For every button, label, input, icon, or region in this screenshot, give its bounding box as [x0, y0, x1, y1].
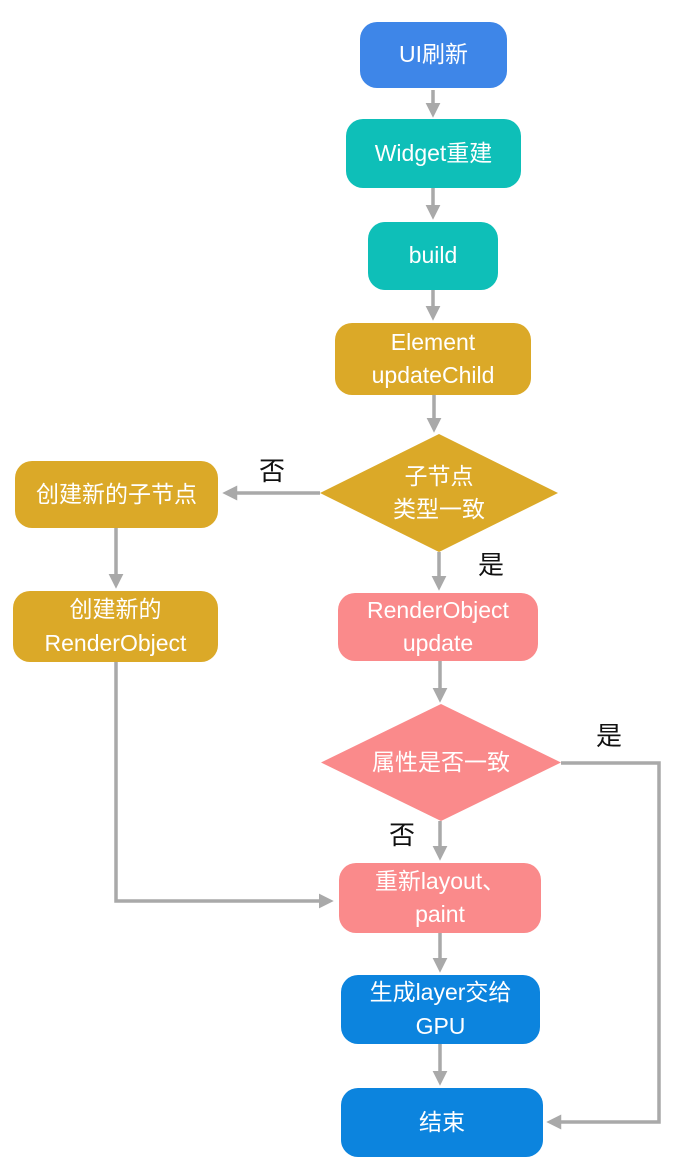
edge-label-decision2-yes: 是 — [596, 721, 623, 751]
flow-node-create-renderobject: 创建新的 RenderObject — [13, 591, 218, 662]
flow-node-ui-refresh: UI刷新 — [360, 22, 507, 88]
edge-decision2-yes-end — [546, 761, 661, 1130]
edge-createrenderobject-relayout — [114, 662, 334, 909]
flow-node-generate-layer-gpu: 生成layer交给 GPU — [341, 975, 540, 1044]
flow-node-relayout-paint: 重新layout、 paint — [339, 863, 541, 933]
edge-label-decision1-no: 否 — [259, 456, 286, 486]
edge-label-decision2-no: 否 — [389, 820, 416, 850]
edge-label-decision1-yes: 是 — [478, 550, 505, 580]
flow-node-renderobject-update: RenderObject update — [338, 593, 538, 661]
flow-node-element-updatechild: Element updateChild — [335, 323, 531, 395]
flow-node-create-child-node: 创建新的子节点 — [15, 461, 218, 528]
flow-node-widget-rebuild: Widget重建 — [346, 119, 521, 188]
flow-node-end: 结束 — [341, 1088, 543, 1157]
flow-node-build: build — [368, 222, 498, 290]
